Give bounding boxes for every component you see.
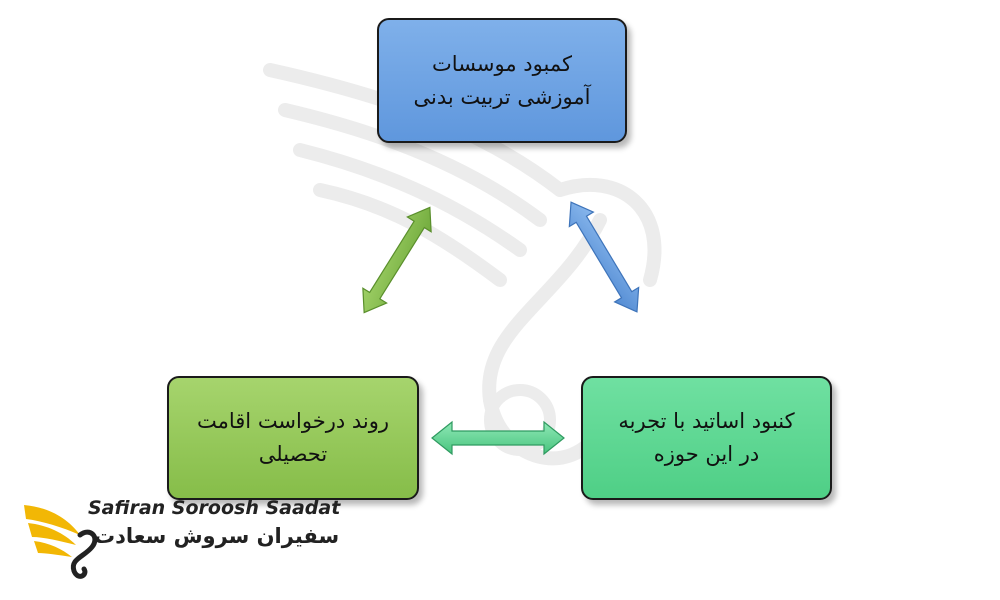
- logo-name-fa: سفیران سروش سعادت: [94, 524, 340, 548]
- node-right-line2: در این حوزه: [653, 442, 760, 466]
- node-left-line1: روند درخواست اقامت: [197, 409, 390, 434]
- node-right-line1: کنبود اساتید با تجربه: [618, 409, 795, 434]
- arrow-top-left: [362, 206, 432, 314]
- arrow-top-right: [568, 201, 640, 313]
- node-top-line2: آموزشی تربیت بدنی: [413, 84, 591, 109]
- node-right: کنبود اساتید با تجربه در این حوزه: [581, 376, 832, 500]
- wing-logo-icon: [24, 505, 98, 579]
- arrow-left-right: [431, 420, 565, 456]
- logo-name-en: Safiran Soroosh Saadat: [88, 497, 341, 519]
- node-left: روند درخواست اقامت تحصیلی: [167, 376, 419, 500]
- node-left-line2: تحصیلی: [258, 442, 328, 466]
- node-top-line1: کمبود موسسات: [432, 51, 572, 76]
- company-logo: Safiran Soroosh Saadat سفیران سروش سعادت: [22, 497, 340, 587]
- node-top: کمبود موسسات آموزشی تربیت بدنی: [377, 18, 627, 143]
